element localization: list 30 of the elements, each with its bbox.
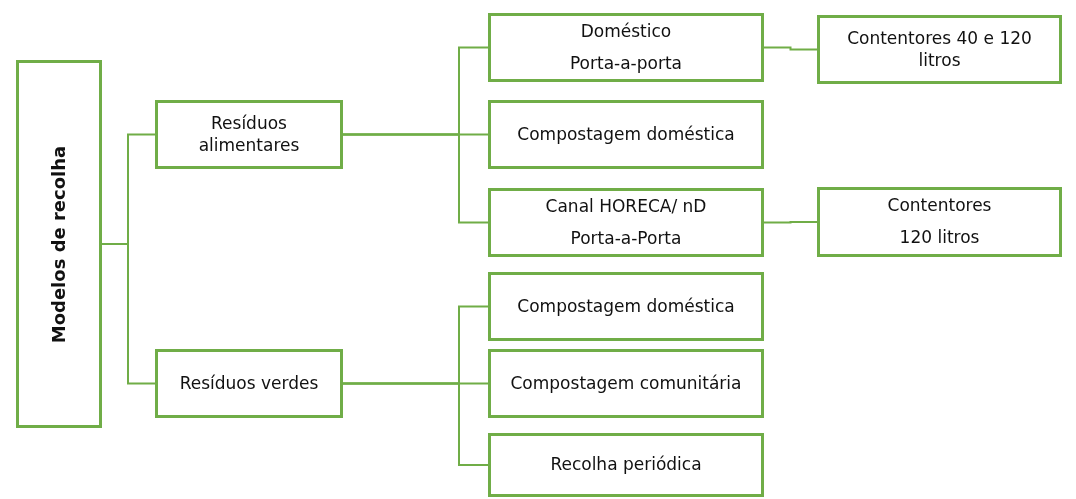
category-box xyxy=(155,100,343,169)
box-label: Contentores xyxy=(886,195,993,217)
box-label: Contentores 40 e 120 litros xyxy=(846,28,1033,71)
box-label: 120 litros xyxy=(898,227,981,249)
connector-line xyxy=(101,243,156,385)
box-label: Compostagem doméstica xyxy=(516,295,736,318)
category-box xyxy=(488,100,764,169)
box-label: Compostagem doméstica xyxy=(516,123,736,146)
box-label: Porta-a-Porta xyxy=(569,227,683,249)
category-box xyxy=(817,15,1062,84)
box-label: Resíduos alimentares xyxy=(197,113,301,156)
box-label: Canal HORECA/ nD xyxy=(544,196,708,218)
box-label: Porta-a-porta xyxy=(568,52,684,74)
category-box xyxy=(488,13,764,82)
category-box xyxy=(488,188,764,257)
category-box xyxy=(16,60,102,428)
box-label: Resíduos verdes xyxy=(178,372,320,395)
connector-line xyxy=(342,133,489,224)
category-box xyxy=(488,349,764,418)
box-label: Doméstico xyxy=(579,21,673,43)
connector-line xyxy=(763,221,818,224)
category-box xyxy=(817,187,1062,257)
category-box xyxy=(488,433,764,497)
box-label: Modelos de recolha xyxy=(48,145,70,343)
connector-line xyxy=(342,382,489,466)
category-box xyxy=(488,272,764,341)
box-label: Compostagem comunitária xyxy=(509,372,743,395)
connector-line xyxy=(763,46,818,51)
box-label: Recolha periódica xyxy=(549,454,703,476)
category-box xyxy=(155,349,343,418)
